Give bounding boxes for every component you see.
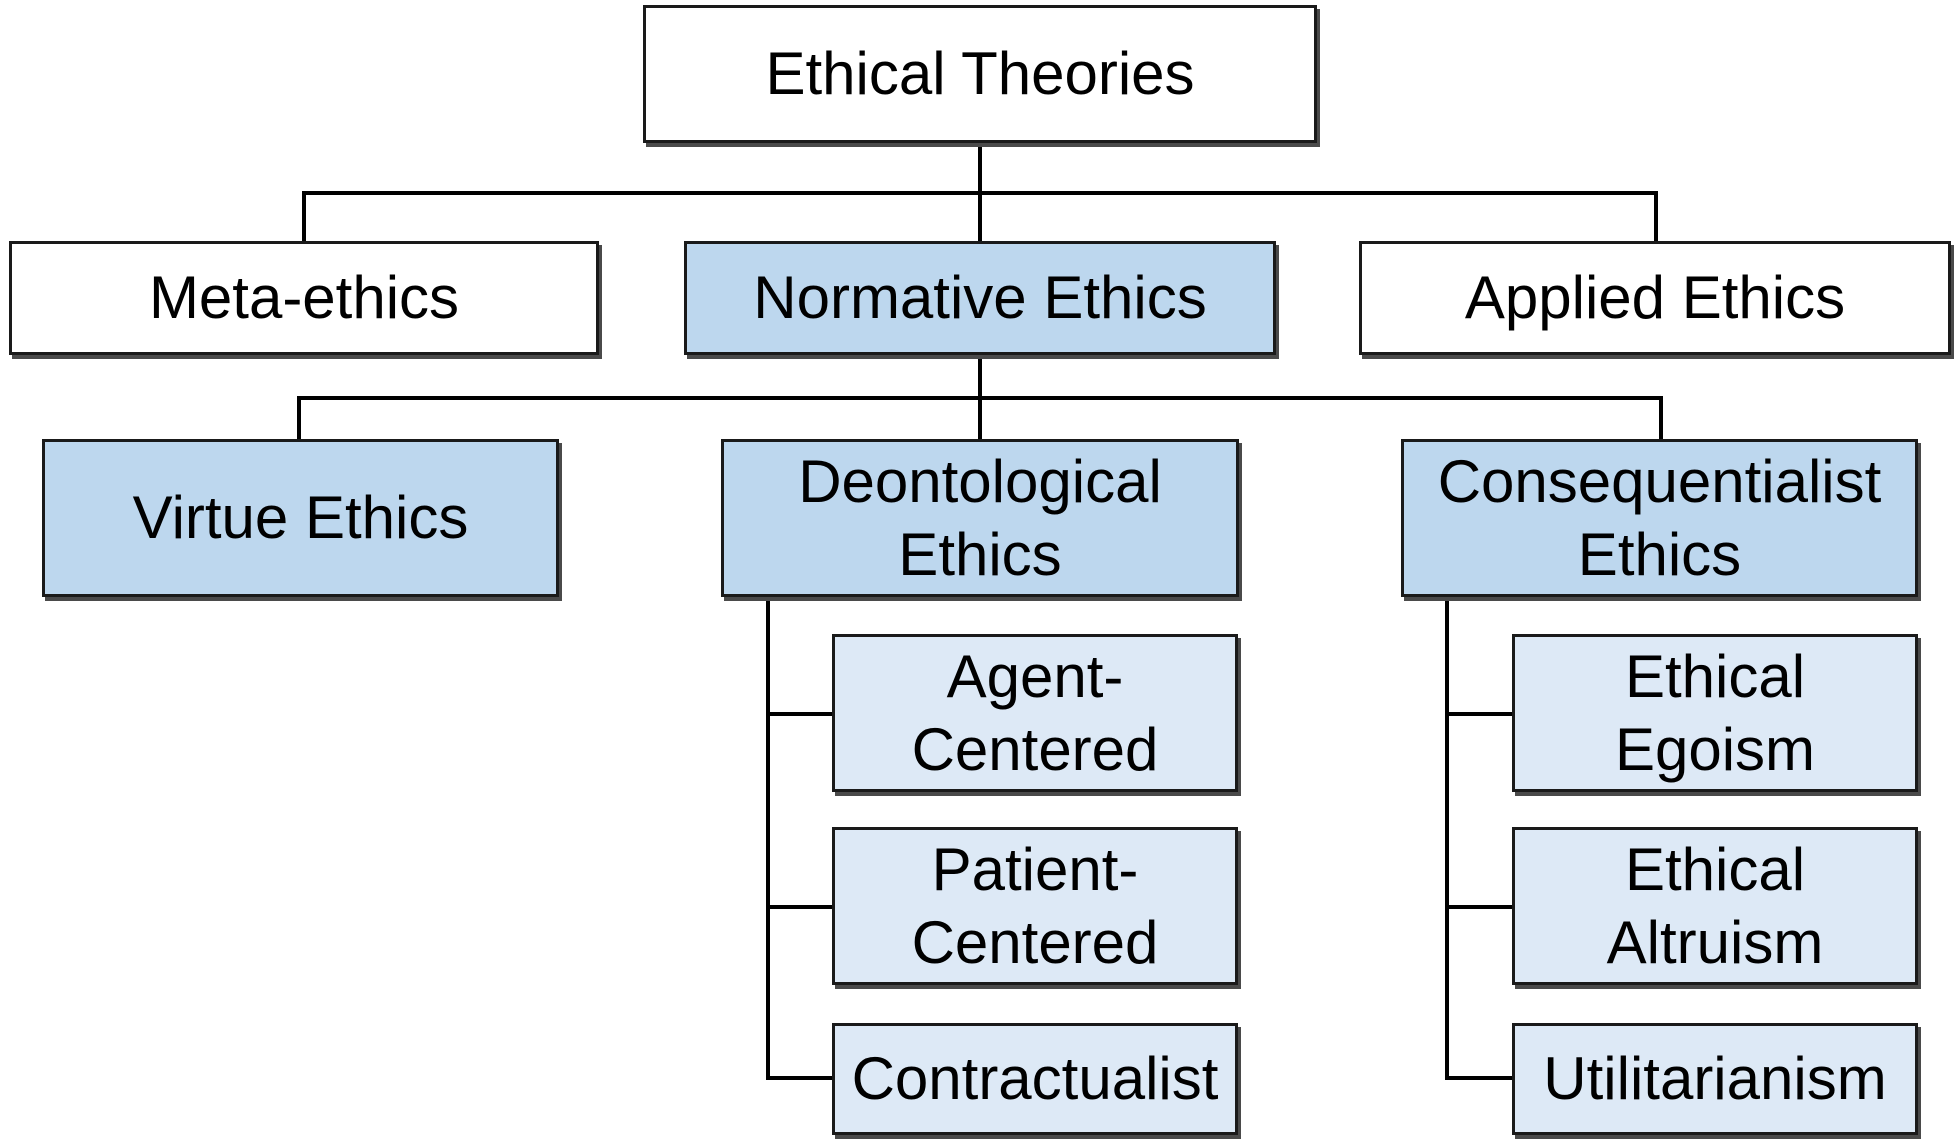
node-label: Patient- Centered: [911, 835, 1159, 976]
node-normative-ethics: Normative Ethics: [684, 241, 1276, 355]
node-label: Normative Ethics: [753, 264, 1207, 332]
node-meta-ethics: Meta-ethics: [9, 241, 599, 355]
node-agent-centered: Agent- Centered: [832, 634, 1238, 792]
node-label: Ethical Theories: [765, 40, 1195, 108]
node-deontological-ethics: Deontological Ethics: [721, 439, 1239, 597]
node-ethical-altruism: Ethical Altruism: [1512, 827, 1918, 985]
node-ethical-theories: Ethical Theories: [643, 5, 1317, 143]
node-patient-centered: Patient- Centered: [832, 827, 1238, 985]
node-utilitarianism: Utilitarianism: [1512, 1023, 1918, 1135]
node-contractualist: Contractualist: [832, 1023, 1238, 1135]
node-label: Ethical Egoism: [1614, 642, 1816, 783]
node-label: Applied Ethics: [1464, 264, 1846, 332]
node-label: Consequentialist Ethics: [1437, 447, 1882, 588]
node-label: Meta-ethics: [148, 264, 460, 332]
node-applied-ethics: Applied Ethics: [1359, 241, 1951, 355]
node-label: Utilitarianism: [1543, 1045, 1887, 1113]
node-label: Virtue Ethics: [132, 484, 469, 552]
node-virtue-ethics: Virtue Ethics: [42, 439, 559, 597]
node-label: Deontological Ethics: [798, 447, 1162, 588]
node-label: Contractualist: [851, 1045, 1219, 1113]
node-consequentialist-ethics: Consequentialist Ethics: [1401, 439, 1918, 597]
node-label: Agent- Centered: [911, 642, 1159, 783]
node-label: Ethical Altruism: [1606, 835, 1824, 976]
node-ethical-egoism: Ethical Egoism: [1512, 634, 1918, 792]
